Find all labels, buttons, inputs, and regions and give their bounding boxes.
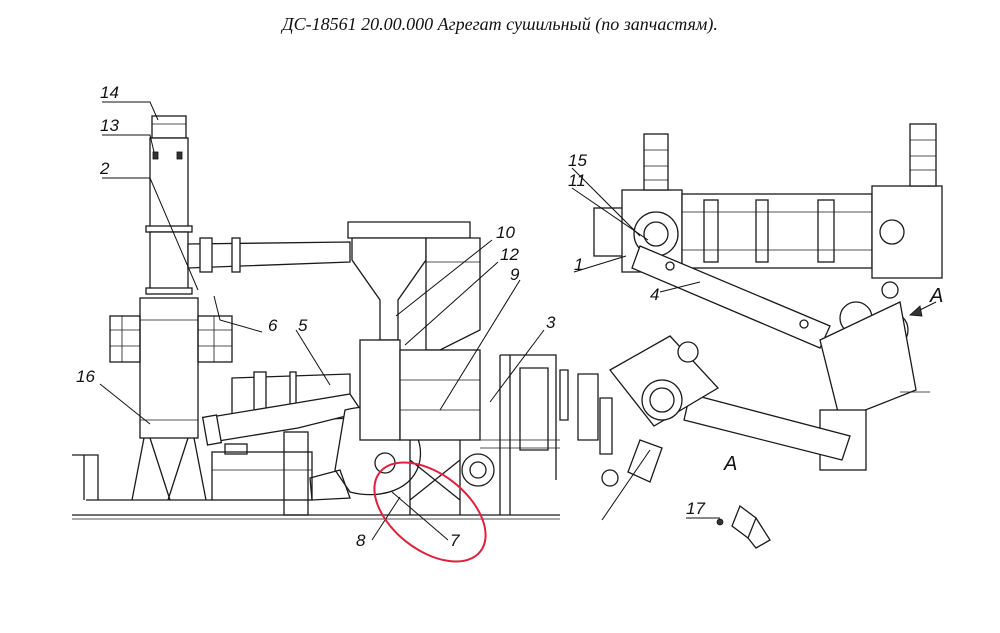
label-1: 1 — [574, 255, 583, 274]
label-3: 3 — [546, 313, 556, 332]
label-10: 10 — [496, 223, 515, 242]
label-view-a: A — [929, 285, 943, 307]
gas-duct — [187, 237, 351, 273]
piping-rack — [461, 354, 569, 515]
discharge-end — [871, 123, 943, 299]
detail-view-a — [716, 504, 771, 549]
label-2: 2 — [99, 159, 110, 178]
label-16: 16 — [76, 367, 95, 386]
cyclone-group — [347, 221, 481, 515]
side-view — [72, 101, 569, 563]
conveyor — [631, 245, 831, 349]
label-11: 11 — [568, 171, 586, 190]
leader-lines — [99, 101, 545, 541]
drum-top — [681, 193, 873, 269]
platform-railings — [72, 315, 233, 501]
top-view — [571, 123, 943, 549]
label-15: 15 — [568, 151, 587, 170]
chimney-stack — [145, 115, 193, 295]
label-4: 4 — [650, 285, 659, 304]
label-7: 7 — [450, 531, 460, 550]
diagram-title: ДС-18561 20.00.000 Агрегат сушильный (по… — [282, 14, 718, 34]
label-13: 13 — [100, 116, 119, 135]
fan-cluster — [819, 301, 930, 471]
furnace-column — [128, 297, 212, 501]
label-12: 12 — [500, 245, 519, 264]
label-9: 9 — [510, 265, 520, 284]
label-8: 8 — [356, 531, 366, 550]
view-a-arrow — [909, 301, 937, 317]
inclined-duct — [201, 393, 364, 446]
label-5: 5 — [298, 316, 308, 335]
label-view-a-detail: A — [723, 453, 737, 475]
base-frames — [211, 431, 313, 516]
lower-duct — [577, 335, 851, 487]
part-labels: 14 13 2 6 5 16 10 12 9 3 8 7 15 11 1 4 A… — [76, 83, 943, 550]
label-17: 17 — [686, 499, 705, 518]
highlight-ellipse — [373, 461, 487, 563]
leader-lines-right — [571, 167, 720, 521]
label-6: 6 — [268, 316, 278, 335]
label-14: 14 — [100, 83, 119, 102]
